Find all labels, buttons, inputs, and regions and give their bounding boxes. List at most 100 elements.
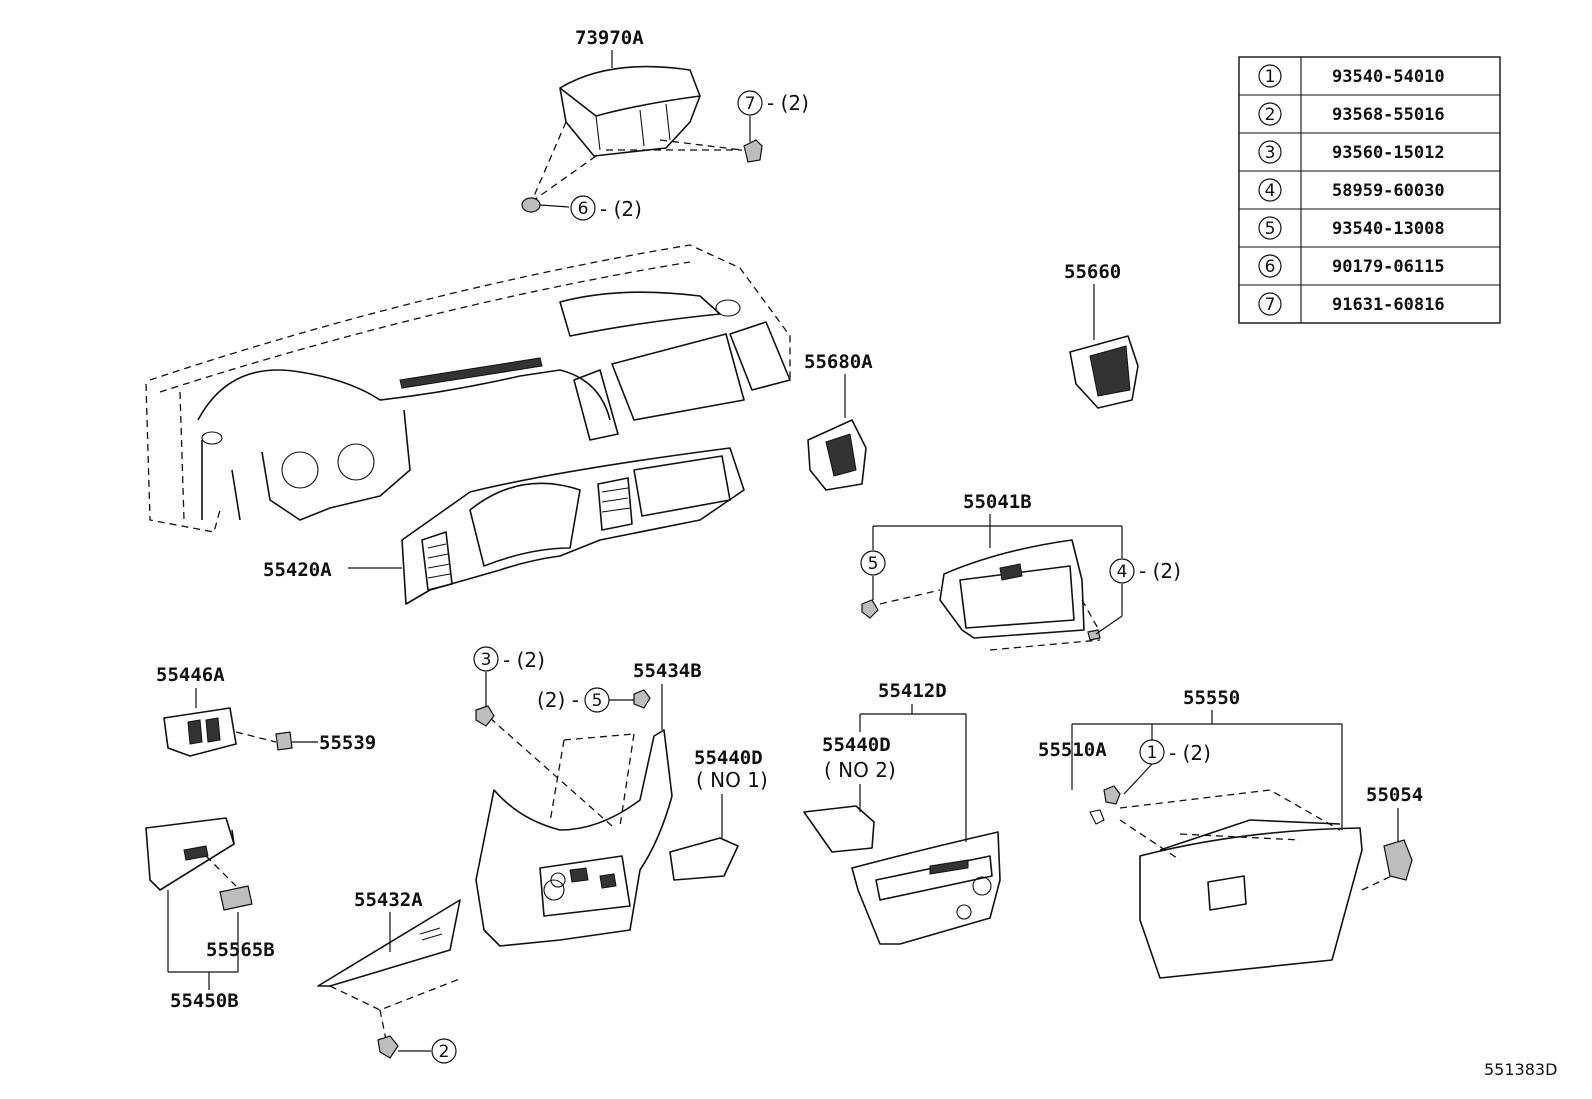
svg-text:5: 5	[592, 691, 603, 711]
part-55450b-lower-box: 55565B 55450B	[145, 817, 275, 1012]
panel-center-opening	[559, 291, 721, 337]
table-row-number: 7	[1265, 295, 1276, 315]
diagram-code: 551383D	[1484, 1060, 1557, 1079]
part-73970a-airbag: 73970A	[521, 27, 763, 213]
label-55510a: 55510A	[1038, 739, 1107, 761]
svg-text:- (2): - (2)	[1169, 741, 1211, 765]
instrument-panel-assembly	[145, 244, 791, 533]
table-row-number-circle	[1258, 254, 1282, 278]
table-row-part-number: 93568-55016	[1332, 105, 1445, 125]
part-55446a-switch-bezel: 55446A	[156, 664, 277, 757]
label-55660: 55660	[1064, 261, 1121, 283]
label-55450b: 55450B	[170, 990, 239, 1012]
table-row-part-number: 90179-06115	[1332, 257, 1445, 277]
table-row-number-circle	[1258, 216, 1282, 240]
label-55054: 55054	[1366, 784, 1423, 806]
left-vent-opening	[421, 531, 453, 591]
label-55432a: 55432A	[354, 889, 423, 911]
table-row-number: 1	[1265, 67, 1276, 87]
airbag-cover	[559, 65, 701, 117]
bolt-7	[743, 139, 763, 163]
callout-6: 6 - (2)	[539, 195, 642, 221]
svg-text:2: 2	[439, 1042, 450, 1062]
label-55440d-1: 55440D	[694, 747, 763, 769]
svg-text:4: 4	[1117, 562, 1128, 582]
part-55550-glove-box: 55550 55510A	[1038, 687, 1401, 979]
callout-7: 7 - (2)	[737, 90, 809, 142]
table-row-part-number: 91631-60816	[1332, 295, 1445, 315]
bolt-5a	[861, 599, 879, 619]
vent-louver	[825, 433, 857, 477]
label-55420a: 55420A	[263, 559, 332, 581]
table-row-number-circle	[1258, 140, 1282, 164]
svg-text:6: 6	[578, 199, 589, 219]
label-55680a: 55680A	[804, 351, 873, 373]
bolt-1	[1103, 785, 1121, 805]
table-row-part-number: 93540-13008	[1332, 219, 1445, 239]
pocket-no2	[803, 805, 875, 853]
svg-text:- (2): - (2)	[767, 91, 809, 115]
svg-text:3: 3	[481, 650, 492, 670]
table-row-number: 2	[1265, 105, 1276, 125]
svg-text:- (2): - (2)	[600, 197, 642, 221]
label-55446a: 55446A	[156, 664, 225, 686]
label-73970a: 73970A	[575, 27, 644, 49]
table-row-number-circle	[1258, 64, 1282, 88]
callout-1: 1 - (2)	[1123, 739, 1211, 795]
svg-text:5: 5	[868, 554, 879, 574]
part-55432a-under-cover: 55432A	[317, 889, 463, 1059]
stopper-55510a	[1089, 809, 1105, 825]
box-opening	[959, 565, 1075, 629]
table-row-part-number: 93560-15012	[1332, 143, 1445, 163]
part-55440d-no1-pocket: 55440D ( NO 1)	[669, 747, 768, 881]
lower-panel-console	[539, 855, 631, 917]
label-55440d-2: 55440D	[822, 734, 891, 756]
bolt-5b	[633, 689, 651, 709]
part-55054-glove-box-lock: 55054	[1366, 784, 1423, 881]
part-55434b-lower-panel: 55434B	[475, 660, 702, 947]
display-opening	[633, 455, 731, 517]
callout-5a: 5	[860, 550, 886, 600]
label-no1: ( NO 1)	[696, 768, 768, 792]
table-row-number: 4	[1265, 181, 1276, 201]
bolt-2	[377, 1035, 399, 1059]
svg-text:- (2): - (2)	[503, 648, 545, 672]
table-row-number-circle	[1258, 102, 1282, 126]
nut-6	[521, 197, 541, 213]
bolt-3	[475, 705, 495, 727]
callout-4: 4 - (2)	[1095, 558, 1181, 635]
svg-text:7: 7	[745, 94, 756, 114]
table-row-number-circle	[1258, 178, 1282, 202]
callout-2: 2	[398, 1038, 457, 1064]
label-55565b: 55565B	[206, 939, 275, 961]
svg-text:1: 1	[1147, 743, 1158, 763]
label-55550: 55550	[1183, 687, 1240, 709]
table-row-number: 5	[1265, 219, 1276, 239]
part-55565b-knob	[219, 885, 253, 911]
part-55420a-cluster-finish-panel: 55420A	[263, 447, 745, 605]
part-55539-hole-cover: 55539	[275, 731, 376, 754]
label-55539: 55539	[319, 732, 376, 754]
table-row-number: 3	[1265, 143, 1276, 163]
part-55660-side-vent: 55660	[1064, 261, 1139, 409]
svg-text:- (2): - (2)	[1139, 559, 1181, 583]
vent-louver-2	[1089, 345, 1131, 397]
callout-5b: (2) - 5	[537, 687, 634, 713]
table-row-number-circle	[1258, 292, 1282, 316]
center-vent-opening	[597, 477, 633, 531]
svg-text:(2) -: (2) -	[537, 688, 579, 712]
table-row-part-number: 58959-60030	[1332, 181, 1445, 201]
label-55041b: 55041B	[963, 491, 1032, 513]
cluster-opening	[469, 482, 581, 567]
part-55412d-center-cluster: 55412D 55440D ( NO 2)	[803, 680, 1001, 945]
label-55434b: 55434B	[633, 660, 702, 682]
glove-box-latch	[1207, 875, 1247, 911]
table-row-number: 6	[1265, 257, 1276, 277]
part-55680a-side-vent: 55680A	[804, 351, 873, 491]
label-55412d: 55412D	[878, 680, 947, 702]
defroster-vent	[399, 357, 543, 389]
